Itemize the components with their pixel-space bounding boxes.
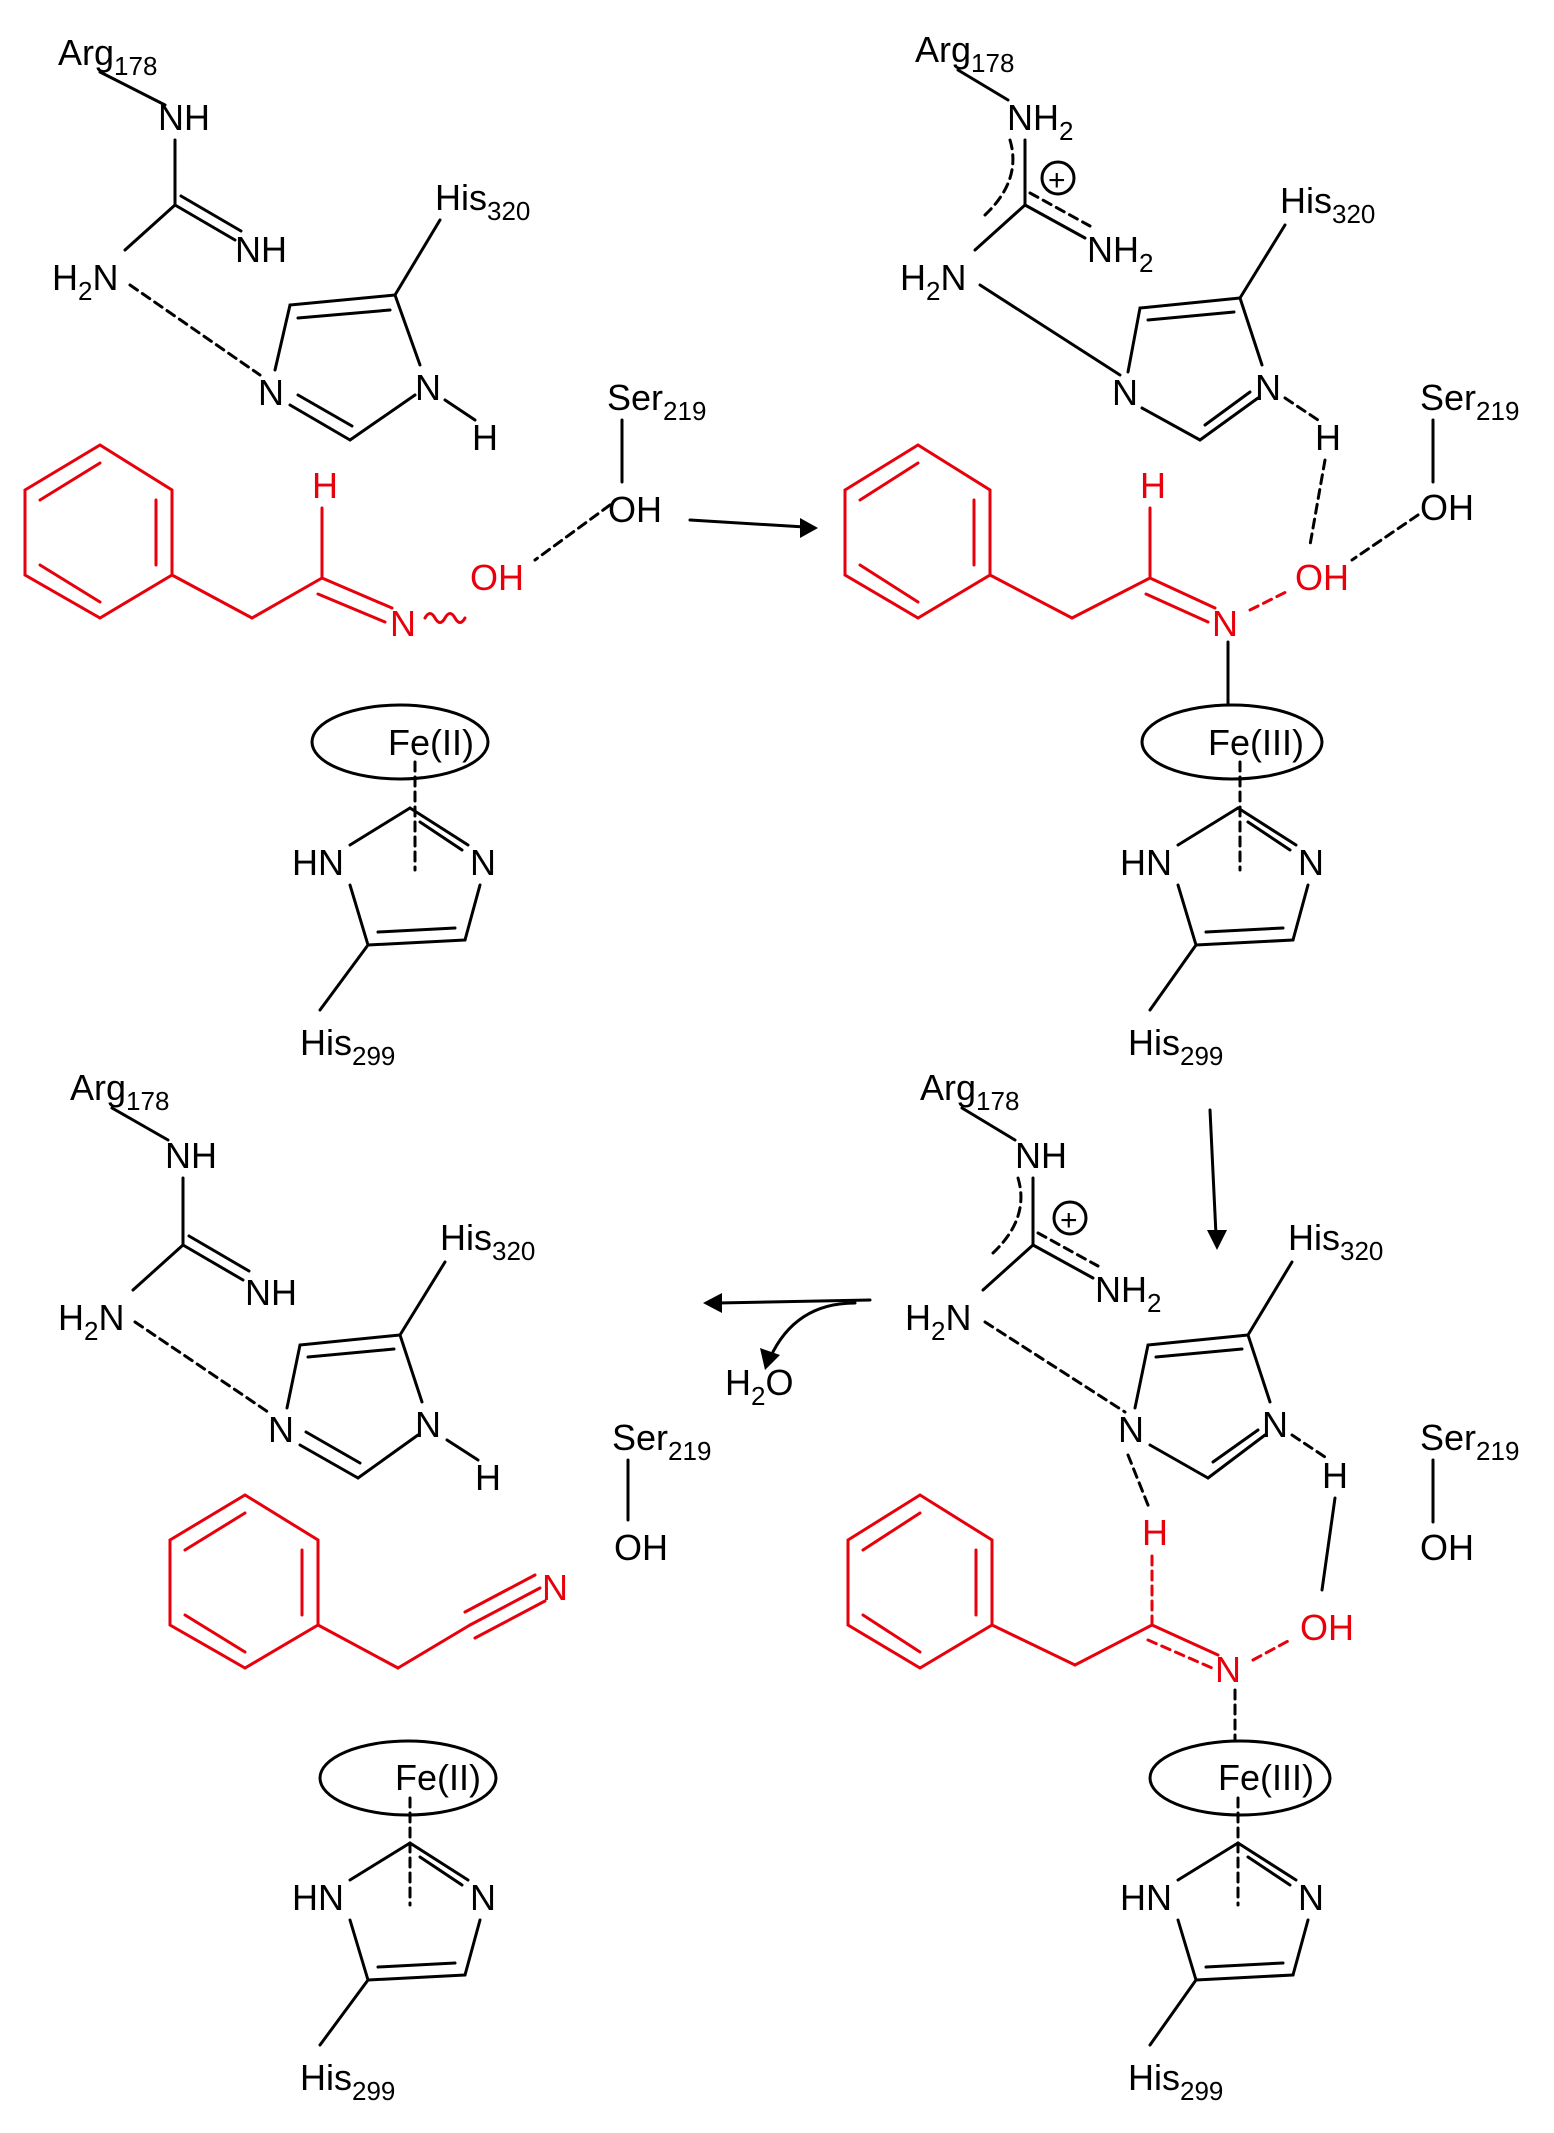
svg-text:N: N — [1255, 367, 1281, 408]
ser219: Ser219 OH — [612, 1417, 711, 1568]
fe-ii-his299: Fe(II) HN N His299 — [292, 703, 496, 1071]
svg-text:N: N — [470, 1877, 496, 1918]
svg-text:Fe(III): Fe(III) — [1208, 722, 1304, 763]
panel-4-nitrile-product-fe-ii: Arg178 NH NH H2N His320 N N H Ser219 — [58, 1067, 711, 2106]
arg178-guanidinium: Arg178 NH + NH2 H2N — [905, 1067, 1161, 1346]
svg-text:HN: HN — [1120, 1877, 1172, 1918]
svg-text:HN: HN — [292, 842, 344, 883]
h2n-label: H2N — [52, 257, 118, 306]
reaction-arrow-right — [688, 518, 818, 538]
svg-text:NH: NH — [158, 97, 210, 138]
svg-text:HN: HN — [1120, 842, 1172, 883]
his299-label: His299 — [1128, 2057, 1223, 2106]
svg-text:NH: NH — [245, 1272, 297, 1313]
his320-imidazole: His320 N N H — [1118, 1217, 1383, 1512]
arg178-label: Arg178 — [920, 1067, 1019, 1116]
panel-2-fe-iii-coordinated-oxime: Arg178 NH2 + NH2 H2N His320 N N — [843, 29, 1519, 1071]
svg-text:OH: OH — [608, 489, 662, 530]
his320-imidazole: His320 N N H — [258, 177, 530, 458]
his320-label: His320 — [435, 177, 530, 226]
fe-ii-his299: Fe(II) HN N His299 — [292, 1739, 498, 2106]
arg178-label: Arg178 — [70, 1067, 169, 1116]
h2n-label: H2N — [905, 1297, 971, 1346]
svg-text:OH: OH — [1420, 1527, 1474, 1568]
his299-label: His299 — [300, 2057, 395, 2106]
his320-imidazole: His320 N N H — [1112, 180, 1375, 458]
arg178-guanidine: Arg178 NH NH H2N — [58, 1067, 297, 1346]
nh2-label: NH2 — [1007, 97, 1073, 146]
svg-text:N: N — [390, 603, 416, 644]
svg-text:N: N — [1298, 842, 1324, 883]
svg-text:N: N — [470, 842, 496, 883]
svg-text:N: N — [1215, 1649, 1241, 1690]
his320-label: His320 — [440, 1217, 535, 1266]
his320-label: His320 — [1288, 1217, 1383, 1266]
svg-text:N: N — [268, 1409, 294, 1450]
svg-text:N: N — [1118, 1409, 1144, 1450]
arg178-label: Arg178 — [58, 32, 157, 81]
panel-1-oxime-bound-fe-ii: Arg178 NH NH H2N His320 N N H — [23, 32, 706, 1071]
svg-text:N: N — [1298, 1877, 1324, 1918]
his320-label: His320 — [1280, 180, 1375, 229]
svg-text:HN: HN — [292, 1877, 344, 1918]
svg-text:OH: OH — [1420, 487, 1474, 528]
ser219-label: Ser219 — [612, 1417, 711, 1466]
h2n-label: H2N — [58, 1297, 124, 1346]
svg-text:Fe(III): Fe(III) — [1218, 1757, 1314, 1798]
arg178-guanidine: Arg178 NH NH H2N — [52, 32, 287, 306]
ser219-label: Ser219 — [1420, 1417, 1519, 1466]
nh2-label: NH2 — [1087, 229, 1153, 278]
svg-text:OH: OH — [1295, 557, 1349, 598]
svg-text:N: N — [542, 1567, 568, 1608]
arg178-guanidinium: Arg178 NH2 + NH2 H2N — [900, 29, 1153, 306]
water-label: H2O — [725, 1362, 793, 1411]
arg178-label: Arg178 — [915, 29, 1014, 78]
his299-label: His299 — [1128, 1022, 1223, 1071]
svg-text:OH: OH — [470, 557, 524, 598]
svg-text:H: H — [312, 465, 338, 506]
phenylacetaldoxime-dehydrating: H N OH — [846, 1493, 1354, 1690]
svg-text:N: N — [258, 372, 284, 413]
ser219: Ser219 OH — [1420, 1417, 1519, 1568]
svg-text:Fe(II): Fe(II) — [388, 722, 474, 763]
his320-imidazole: His320 N N H — [268, 1217, 535, 1498]
svg-text:NH: NH — [235, 229, 287, 270]
svg-text:N: N — [1262, 1404, 1288, 1445]
reaction-arrow-down — [1207, 1108, 1227, 1250]
svg-text:OH: OH — [614, 1527, 668, 1568]
svg-text:H: H — [1315, 417, 1341, 458]
svg-text:H: H — [1140, 465, 1166, 506]
svg-text:NH: NH — [1015, 1135, 1067, 1176]
svg-text:+: + — [1060, 1204, 1078, 1237]
phenylacetonitrile: N — [168, 1493, 568, 1670]
svg-text:+: + — [1048, 164, 1066, 197]
svg-text:Fe(II): Fe(II) — [395, 1757, 481, 1798]
his299-label: His299 — [300, 1022, 395, 1071]
svg-text:NH: NH — [165, 1135, 217, 1176]
svg-text:H: H — [1322, 1455, 1348, 1496]
svg-text:N: N — [1212, 603, 1238, 644]
phenylacetaldoxime: H N OH — [843, 443, 1349, 644]
h2n-label: H2N — [900, 257, 966, 306]
reaction-arrow-left-water-release: H2O — [703, 1293, 872, 1411]
fe-iii-his299: Fe(III) HN N His299 — [1120, 703, 1324, 1071]
nh2-label: NH2 — [1095, 1269, 1161, 1318]
ser219-label: Ser219 — [607, 377, 706, 426]
svg-text:H: H — [472, 417, 498, 458]
svg-text:N: N — [1112, 372, 1138, 413]
panel-3-dehydration-transition: Arg178 NH + NH2 H2N His320 N N H — [846, 1067, 1519, 2106]
ser219: Ser219 OH — [607, 377, 706, 530]
svg-text:H: H — [1142, 1512, 1168, 1553]
svg-text:OH: OH — [1300, 1607, 1354, 1648]
svg-text:N: N — [415, 1404, 441, 1445]
phenylacetaldoxime: H N OH — [23, 443, 524, 644]
svg-text:H: H — [475, 1457, 501, 1498]
ser219: Ser219 OH — [1420, 377, 1519, 528]
fe-iii-his299: Fe(III) HN N His299 — [1120, 1739, 1332, 2106]
svg-text:N: N — [415, 367, 441, 408]
ser219-label: Ser219 — [1420, 377, 1519, 426]
